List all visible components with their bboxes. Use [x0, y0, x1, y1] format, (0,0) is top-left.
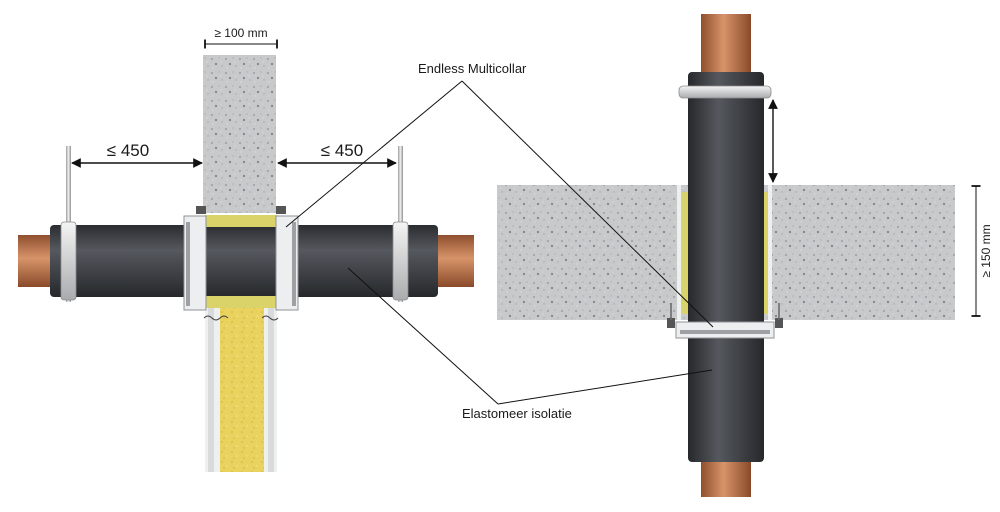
callouts: Endless Multicollar Elastomeer isolatie — [285, 61, 714, 421]
mineral-wool-core — [220, 306, 264, 472]
penetration-seal — [205, 215, 277, 227]
wall-detail: ≥ 100 mm ≤ 450 ≤ 450 — [18, 26, 474, 472]
insulation-leader-left — [347, 267, 499, 405]
floor-thickness-label: ≥ 150 mm — [979, 224, 993, 277]
copper-pipe-right — [432, 235, 474, 287]
pipe-clamp-right — [392, 221, 409, 301]
multicollar-right — [275, 215, 299, 311]
pipe-clamp-top — [678, 85, 772, 99]
wall-thickness-label: ≥ 100 mm — [214, 26, 267, 40]
floor-detail: ≥ 150 mm — [497, 14, 993, 497]
concrete-wall — [203, 55, 276, 213]
pipe-clamp-left — [60, 221, 77, 301]
multicollar-left — [183, 215, 207, 311]
collar-label: Endless Multicollar — [418, 61, 527, 76]
insulation-leader-right — [497, 369, 713, 405]
collar-leader-right — [461, 80, 714, 328]
collar-leader-left — [285, 80, 463, 228]
insulated-pipe-vertical — [688, 72, 764, 462]
multicollar-floor — [667, 303, 783, 339]
insulation-label: Elastomeer isolatie — [462, 406, 572, 421]
floor-penetration-seal — [679, 192, 689, 314]
insulated-pipe — [50, 225, 438, 297]
spacing-right-label: ≤ 450 — [321, 141, 363, 160]
spacing-left-label: ≤ 450 — [107, 141, 149, 160]
